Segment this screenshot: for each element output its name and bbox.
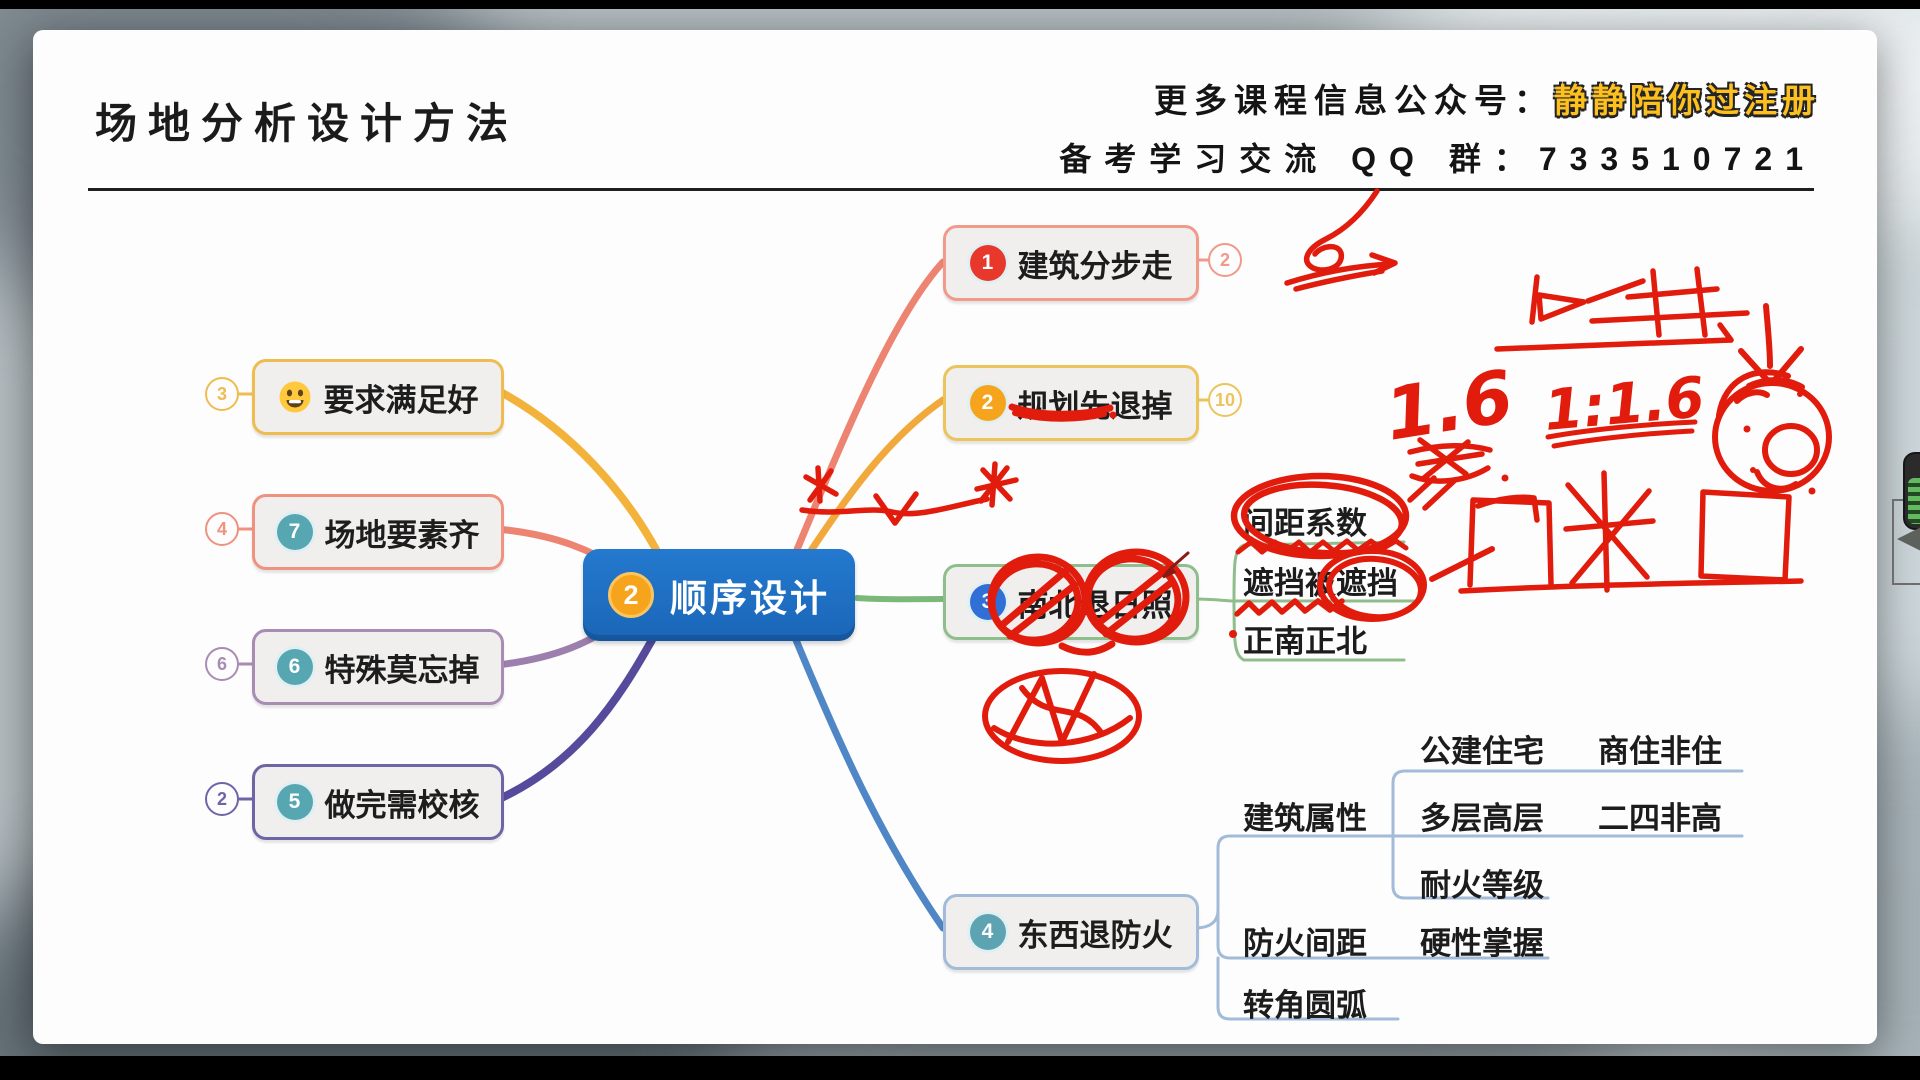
promo-line: 更多课程信息公众号：静静陪你过注册	[1154, 74, 1820, 122]
smiley-emoji-icon	[278, 380, 312, 414]
priority-marker-icon: 6	[276, 649, 313, 685]
mindmap-node-east-west-fire[interactable]: 4 东西退防火	[943, 894, 1199, 970]
node-label: 做完需校核	[324, 787, 480, 823]
collapse-badge[interactable]: 6	[205, 647, 239, 681]
promo-highlight: 静静陪你过注册	[1554, 82, 1820, 119]
priority-marker-icon: 1	[969, 245, 1006, 281]
volume-indicator[interactable]	[1903, 452, 1920, 530]
promo-prefix: 更多课程信息公众号：	[1154, 82, 1554, 119]
page-title: 场地分析设计方法	[95, 100, 520, 147]
collapse-badge[interactable]: 10	[1208, 383, 1242, 417]
mindmap-node-requirements[interactable]: 要求满足好	[252, 359, 504, 435]
mindmap-center-node[interactable]: 2 顺序设计	[583, 549, 855, 641]
mindmap-node-final-check[interactable]: 5 做完需校核	[252, 764, 504, 840]
priority-marker-icon: 4	[969, 914, 1006, 950]
priority-marker-icon: 5	[276, 784, 313, 820]
mindmap-node-north-south-sunlight[interactable]: 3 南北退日照	[943, 564, 1199, 640]
collapse-arrow-icon[interactable]	[1897, 527, 1920, 551]
leaf-public-residential[interactable]: 公建住宅	[1420, 734, 1544, 769]
priority-marker-icon: 7	[276, 514, 313, 550]
leaf-fire-spacing[interactable]: 防火间距	[1243, 926, 1367, 961]
center-node-label: 顺序设计	[670, 578, 830, 619]
priority-marker-icon: 3	[969, 584, 1006, 620]
leaf-true-north-south[interactable]: 正南正北	[1243, 624, 1367, 659]
leaf-commercial-nonres[interactable]: 商住非住	[1598, 734, 1722, 769]
letterbox-top	[0, 0, 1920, 9]
leaf-mandatory-mastery[interactable]: 硬性掌握	[1420, 926, 1544, 961]
node-label: 建筑分步走	[1017, 248, 1173, 284]
node-label: 南北退日照	[1017, 587, 1173, 623]
mindmap-node-special-items[interactable]: 6 特殊莫忘掉	[252, 629, 504, 705]
collapse-badge[interactable]: 3	[205, 377, 239, 411]
exam-qq-line: 备考学习交流 QQ 群：733510721	[1059, 141, 1816, 177]
title-divider	[88, 188, 1814, 191]
collapse-badge[interactable]: 2	[1208, 243, 1242, 277]
leaf-spacing-coefficient[interactable]: 间距系数	[1243, 506, 1367, 541]
mindmap-node-planning-setback[interactable]: 2 规划先退掉	[943, 365, 1199, 441]
collapse-badge[interactable]: 4	[205, 512, 239, 546]
mindmap-node-site-elements[interactable]: 7 场地要素齐	[252, 494, 504, 570]
volume-level-bars	[1908, 478, 1920, 524]
node-label: 场地要素齐	[324, 517, 480, 553]
node-label: 规划先退掉	[1017, 388, 1173, 424]
mindmap-node-building-steps[interactable]: 1 建筑分步走	[943, 225, 1199, 301]
priority-marker-icon: 2	[608, 572, 654, 618]
leaf-shading[interactable]: 遮挡被遮挡	[1243, 566, 1398, 601]
leaf-multistory-highrise[interactable]: 多层高层	[1420, 801, 1544, 836]
node-label: 要求满足好	[323, 382, 479, 418]
letterbox-bottom	[0, 1056, 1920, 1080]
node-label: 特殊莫忘掉	[324, 652, 480, 688]
leaf-fire-rating[interactable]: 耐火等级	[1420, 868, 1544, 903]
leaf-building-attributes[interactable]: 建筑属性	[1243, 801, 1367, 836]
leaf-corner-radius[interactable]: 转角圆弧	[1243, 988, 1367, 1023]
node-label: 东西退防火	[1017, 917, 1173, 953]
priority-marker-icon: 2	[969, 385, 1006, 421]
leaf-two-four-nonhigh[interactable]: 二四非高	[1598, 801, 1722, 836]
collapse-badge[interactable]: 2	[205, 782, 239, 816]
